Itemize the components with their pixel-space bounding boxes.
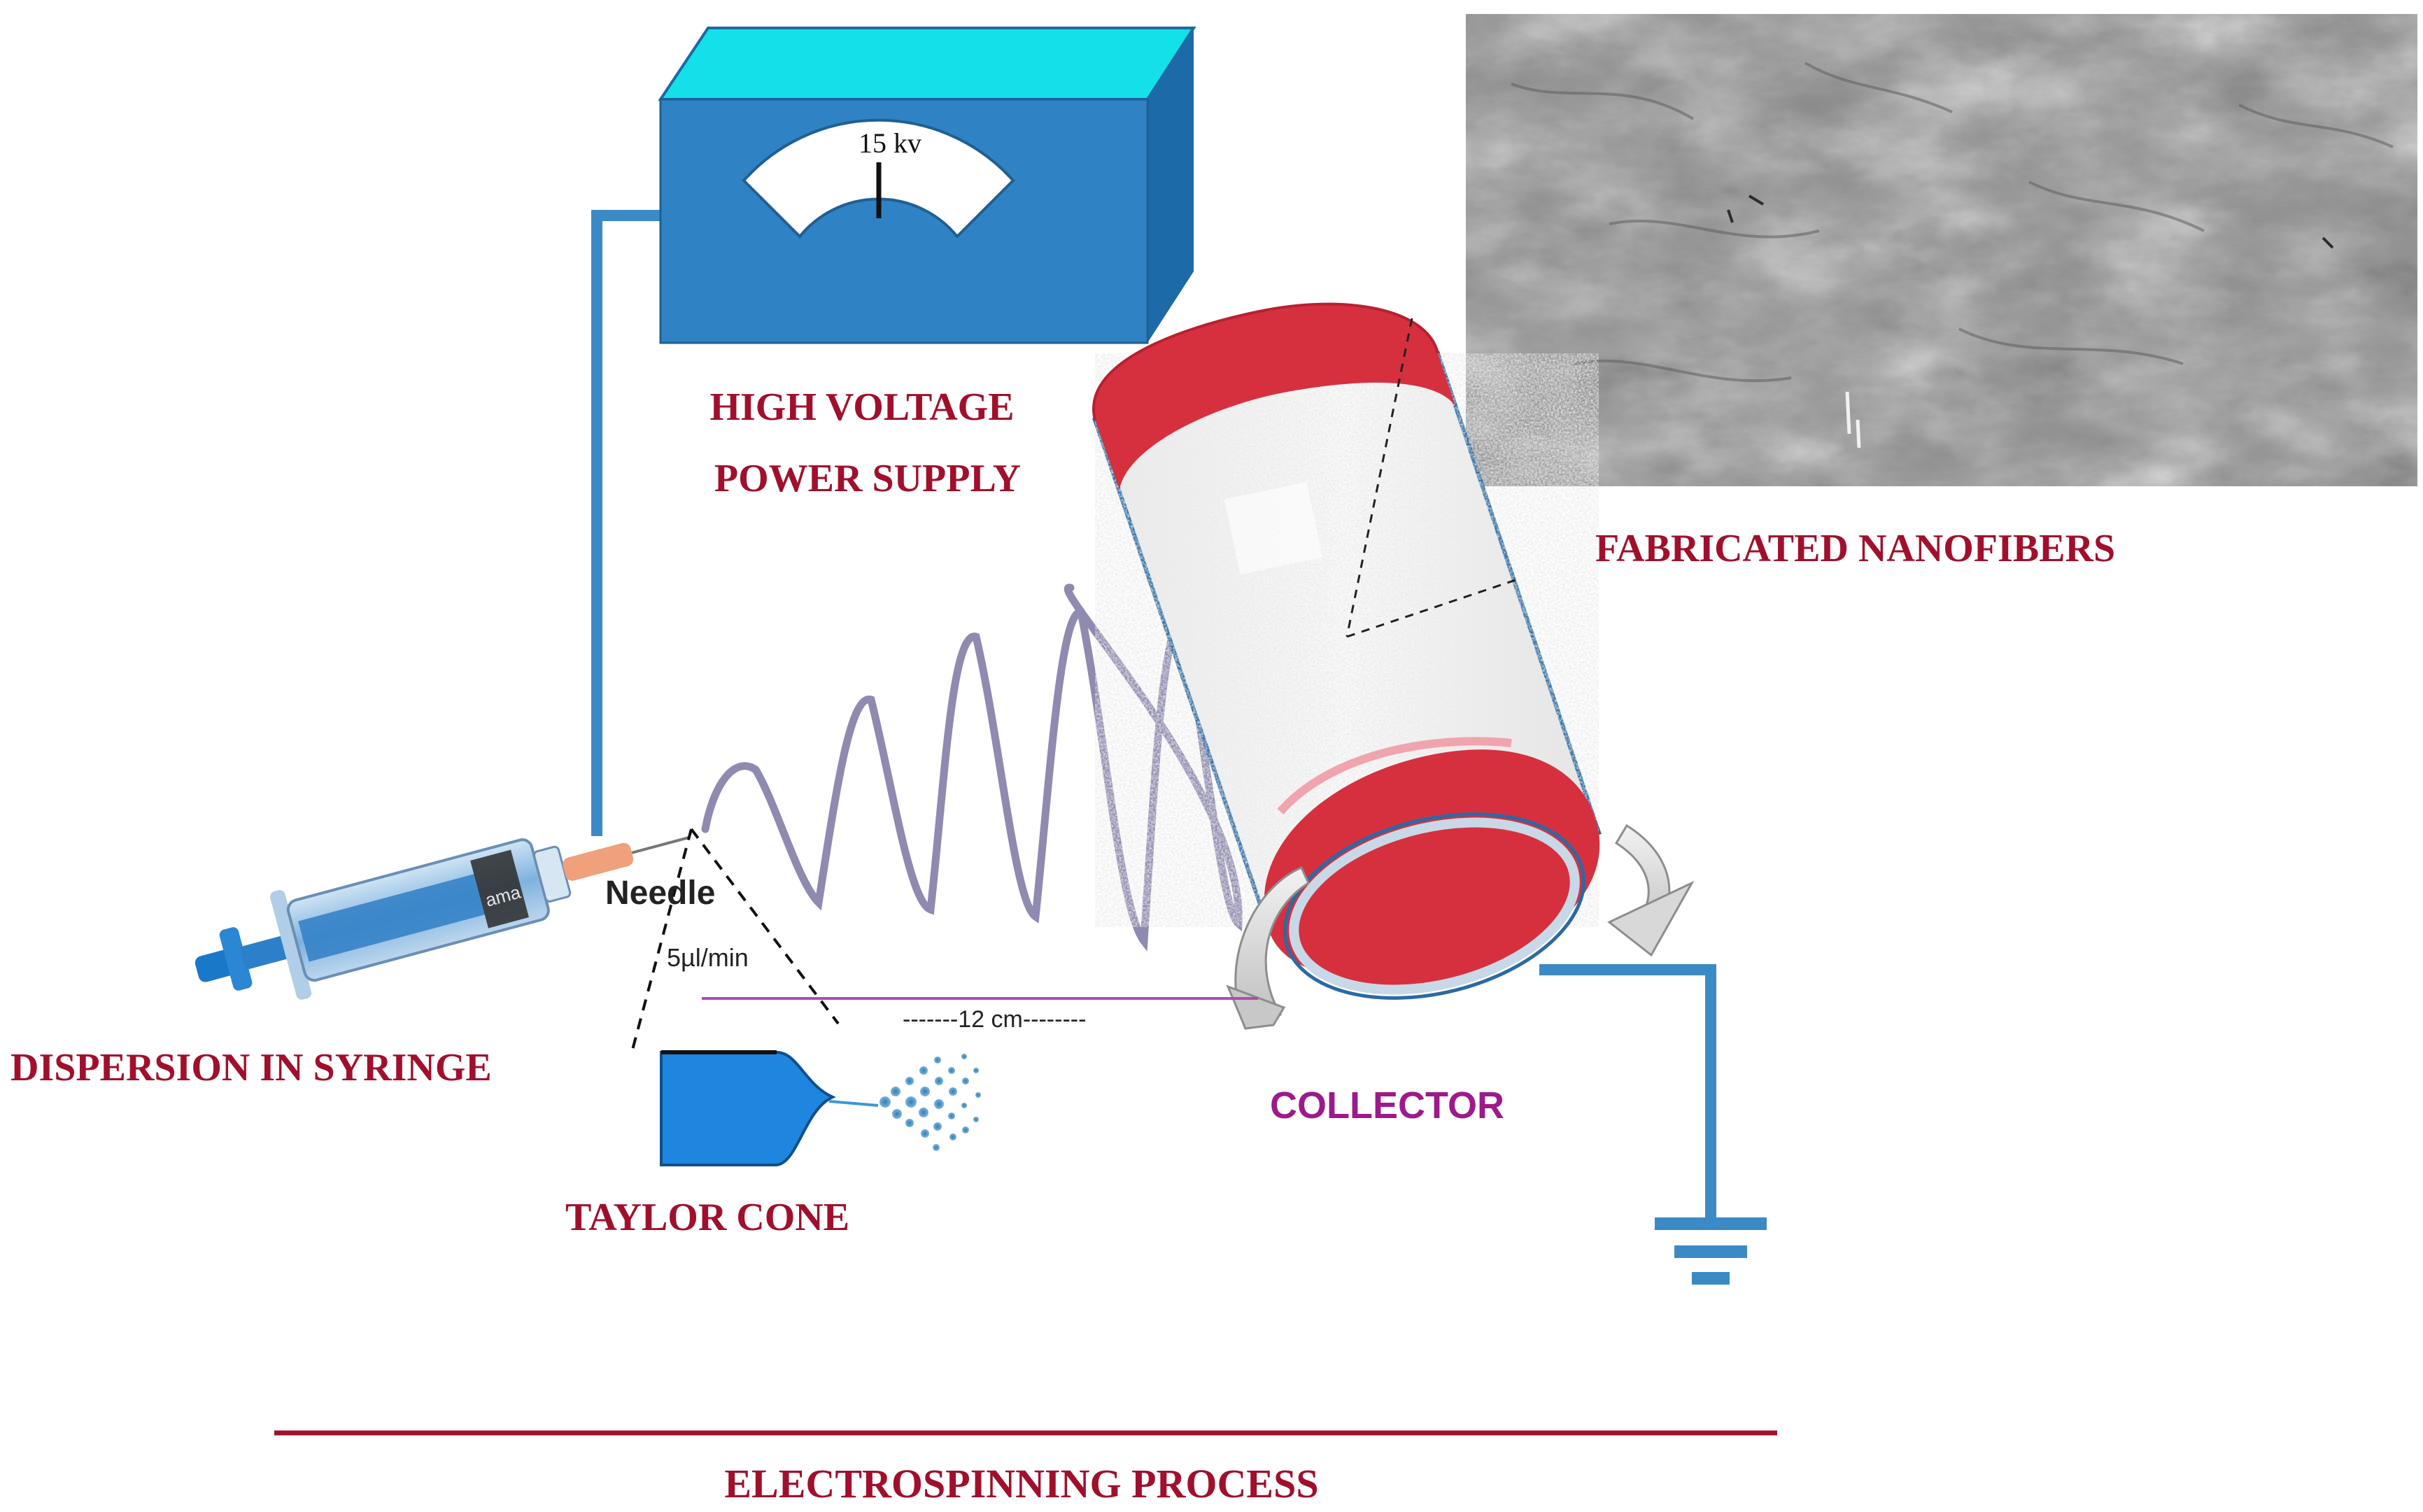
fabricated-nanofibers-label: FABRICATED NANOFIBERS (1595, 527, 2115, 570)
power-wire (591, 210, 661, 836)
needle-label: Needle (605, 875, 715, 912)
meter-reading: 15 kv (859, 127, 921, 159)
dispersion-in-syringe-label: DISPERSION IN SYRINGE (10, 1046, 492, 1089)
process-title: ELECTROSPINNING PROCESS (724, 1461, 1318, 1506)
taylor-cone-label: TAYLOR CONE (565, 1196, 849, 1239)
ground-icon (1655, 1217, 1767, 1285)
power-supply-label-line2: POWER SUPPLY (714, 457, 1021, 500)
spray-droplets (880, 1054, 981, 1151)
ground-wire (1539, 964, 1716, 1217)
taylor-cone-zoom-lines (630, 828, 840, 1053)
nanofiber-callout-lines (1345, 318, 1523, 638)
syringe-icon: ama (195, 836, 689, 1000)
taylor-cone-inset (660, 1050, 981, 1166)
sem-nanofiber-image (1466, 14, 2417, 486)
distance-label: -------12 cm-------- (903, 1006, 1086, 1033)
power-supply-label-line1: HIGH VOLTAGE (709, 386, 1014, 429)
collector-drum (1092, 302, 1602, 1000)
high-voltage-power-supply: 15 kv (658, 27, 1196, 344)
rotation-arrow-icon (1226, 824, 1695, 1030)
meter-dial-icon (742, 118, 1015, 239)
flow-rate-label: 5µl/min (667, 943, 749, 972)
collector-label: COLLECTOR (1270, 1084, 1504, 1126)
fiber-jet (701, 584, 1243, 952)
